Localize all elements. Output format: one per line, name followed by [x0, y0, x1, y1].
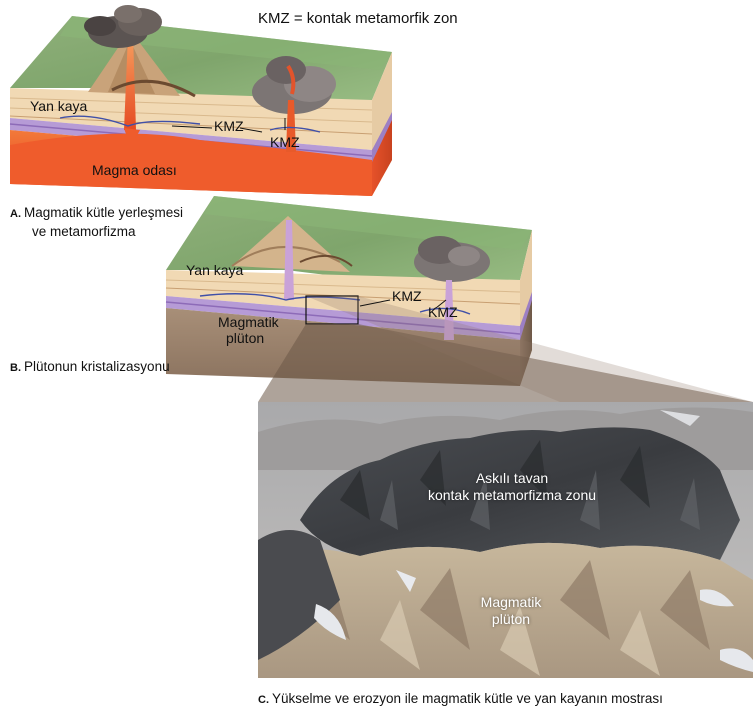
caption-a-line2: ve metamorfizma: [32, 224, 136, 239]
roof-pendant-line2: kontak metamorfizma zonu: [427, 487, 597, 503]
block-a-kmz-label-1: KMZ: [214, 118, 244, 134]
caption-a-letter: A.: [10, 208, 21, 220]
photo-pluton-label: Magmatik plüton: [456, 594, 566, 628]
block-a: [9, 5, 392, 196]
caption-c-letter: C.: [258, 694, 269, 706]
caption-b: B.Plütonun kristalizasyonu: [10, 358, 170, 377]
eruption-plume-icon: [84, 5, 162, 48]
block-b-pluton-label: Magmatik plüton: [218, 314, 279, 346]
caption-b-text: Plütonun kristalizasyonu: [24, 359, 170, 374]
caption-c-text: Yükselme ve erozyon ile magmatik kütle v…: [272, 691, 663, 706]
block-b-lava-dome: [414, 236, 490, 282]
magma-chamber-label: Magma odası: [92, 162, 177, 178]
block-a-lava-dome: [252, 56, 336, 114]
block-b-pluton-line2: plüton: [226, 330, 265, 346]
photo-pluton-line2: plüton: [491, 611, 531, 627]
roof-pendant-line1: Askılı tavan: [475, 470, 549, 486]
roof-pendant: [300, 427, 740, 560]
caption-b-letter: B.: [10, 362, 21, 374]
block-b-kmz-label-2: KMZ: [428, 304, 458, 320]
caption-a-line1: Magmatik kütle yerleşmesi: [24, 205, 184, 220]
kmz-legend: KMZ = kontak metamorfik zon: [258, 10, 458, 27]
zoom-projection: [258, 324, 753, 402]
caption-c: C.Yükselme ve erozyon ile magmatik kütle…: [258, 690, 663, 709]
block-b-pluton-line1: Magmatik: [218, 314, 279, 330]
caption-a: A.Magmatik kütle yerleşmesi ve metamorfi…: [10, 204, 183, 240]
block-a-dike: [286, 100, 296, 152]
block-b: [165, 196, 753, 402]
block-b-kmz-label-1: KMZ: [392, 288, 422, 304]
block-a-kmz-label-2: KMZ: [270, 134, 300, 150]
block-b-conduit: [284, 220, 294, 300]
roof-pendant-label: Askılı tavan kontak metamorfizma zonu: [392, 470, 632, 504]
photo-pluton-line1: Magmatik: [480, 594, 542, 610]
photo-c: [258, 402, 753, 678]
block-a-country-rock-label: Yan kaya: [30, 98, 88, 114]
block-b-country-rock-label: Yan kaya: [186, 262, 244, 278]
